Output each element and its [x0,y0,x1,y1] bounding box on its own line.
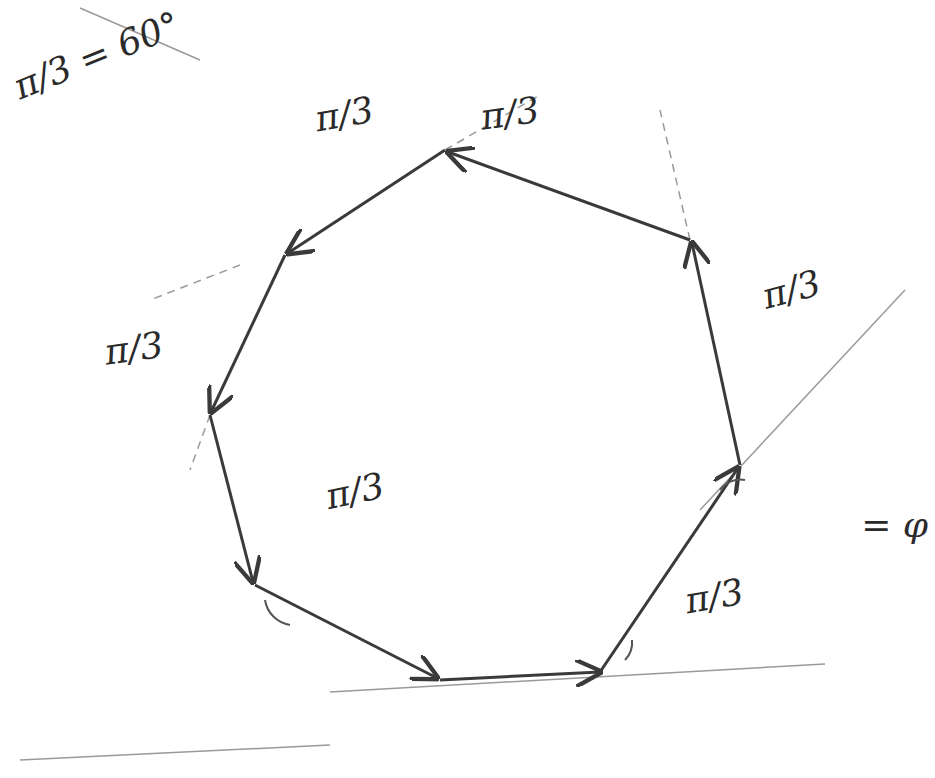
symbol-label: = φ [861,505,928,545]
angle-label: π/3 [322,466,388,517]
angle-label: π/3 [478,90,542,137]
angle-label: π/3 [102,325,166,372]
angle-label: π/3 [758,263,825,316]
angle-label: π/3 [312,90,377,139]
polygon-edges [210,150,740,680]
extension-lines [20,8,905,760]
angle-note: π/3 = 60° [8,4,186,106]
angle-label: π/3 [682,572,747,621]
